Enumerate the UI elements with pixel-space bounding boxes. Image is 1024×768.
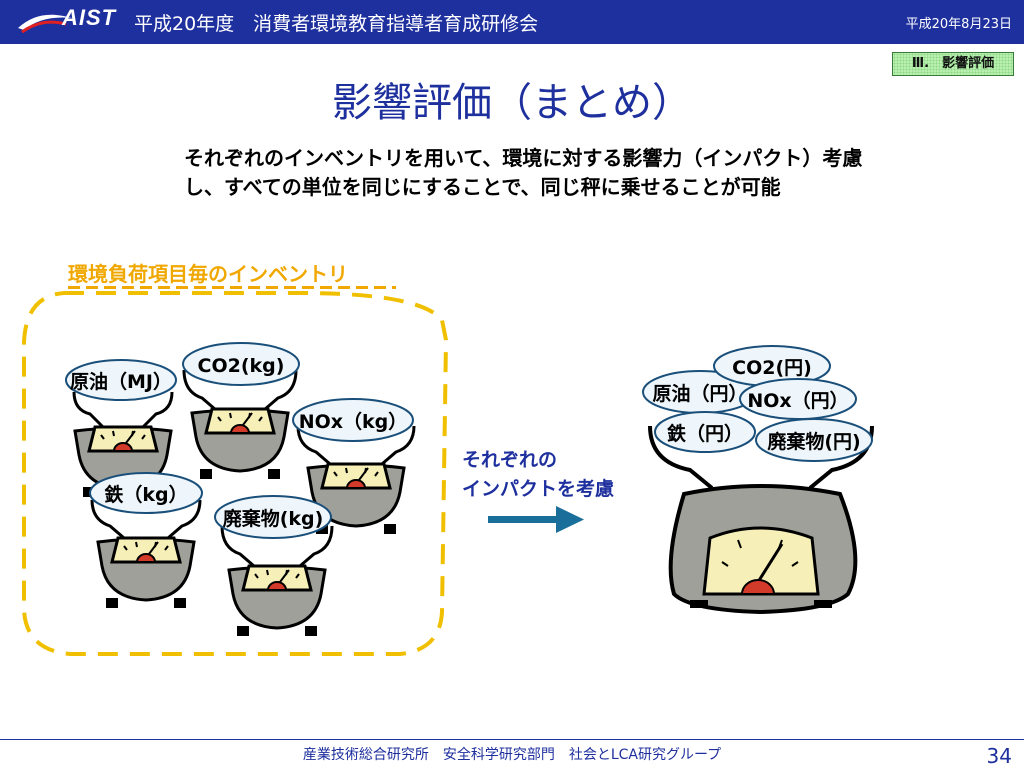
scale-label-iron: 鉄（kg） [104,483,187,506]
combined-label-crude: 原油（円） [652,382,747,405]
combined-plate-waste [755,418,873,462]
impact-arrow-icon [488,506,584,533]
scale-co2 [182,369,298,481]
scale-waste [220,525,334,638]
description-text: それぞれのインベントリを用いて、環境に対する影響力（インパクト）考慮し、すべての… [184,146,863,199]
combined-label-iron: 鉄（円） [667,422,743,445]
combined-label-waste: 廃棄物(円) [767,430,860,453]
impact-label-line-1: それぞれの [462,449,558,471]
header-title: 平成20年度 消費者環境教育指導者育成研修会 [134,13,539,35]
footer-divider [0,739,1024,740]
slide-title: 影響評価（まとめ） [332,80,692,126]
impact-label-line-2: インパクトを考慮 [462,478,615,500]
header-bar: AIST 平成20年度 消費者環境教育指導者育成研修会 平成20年8月23日 [0,0,1024,44]
plate-crude [65,359,177,401]
scale-crude [72,391,174,499]
scale-iron [90,499,202,610]
combined-plate-iron [654,411,756,453]
scale-label-nox: NOx（kg） [299,410,408,433]
aist-logo-text: AIST [62,5,117,30]
combined-scale [648,425,874,615]
plate-waste [214,495,332,539]
impact-label: それぞれの インパクトを考慮 [462,446,614,504]
inventory-group-border [22,291,449,656]
page-number: 34 [986,744,1012,768]
plate-iron [89,472,203,514]
inventory-box-label: 環境負荷項目毎のインベントリ [68,262,348,286]
scale-nox [296,425,416,536]
plate-nox [292,398,414,442]
combined-label-nox: NOx（円） [747,389,848,412]
aist-logo-icon [18,14,72,34]
scale-label-waste: 廃棄物(kg) [223,507,324,530]
scale-label-co2: CO2(kg) [198,355,285,377]
combined-label-co2: CO2(円) [732,357,812,379]
plate-co2 [182,342,300,386]
inventory-label-underline [68,286,396,289]
footer-text: 産業技術総合研究所 安全科学研究部門 社会とLCA研究グループ [302,747,722,763]
header-date: 平成20年8月23日 [905,17,1012,32]
scale-label-crude: 原油（MJ） [70,370,172,393]
section-tag: Ⅲ. 影響評価 [892,52,1014,76]
